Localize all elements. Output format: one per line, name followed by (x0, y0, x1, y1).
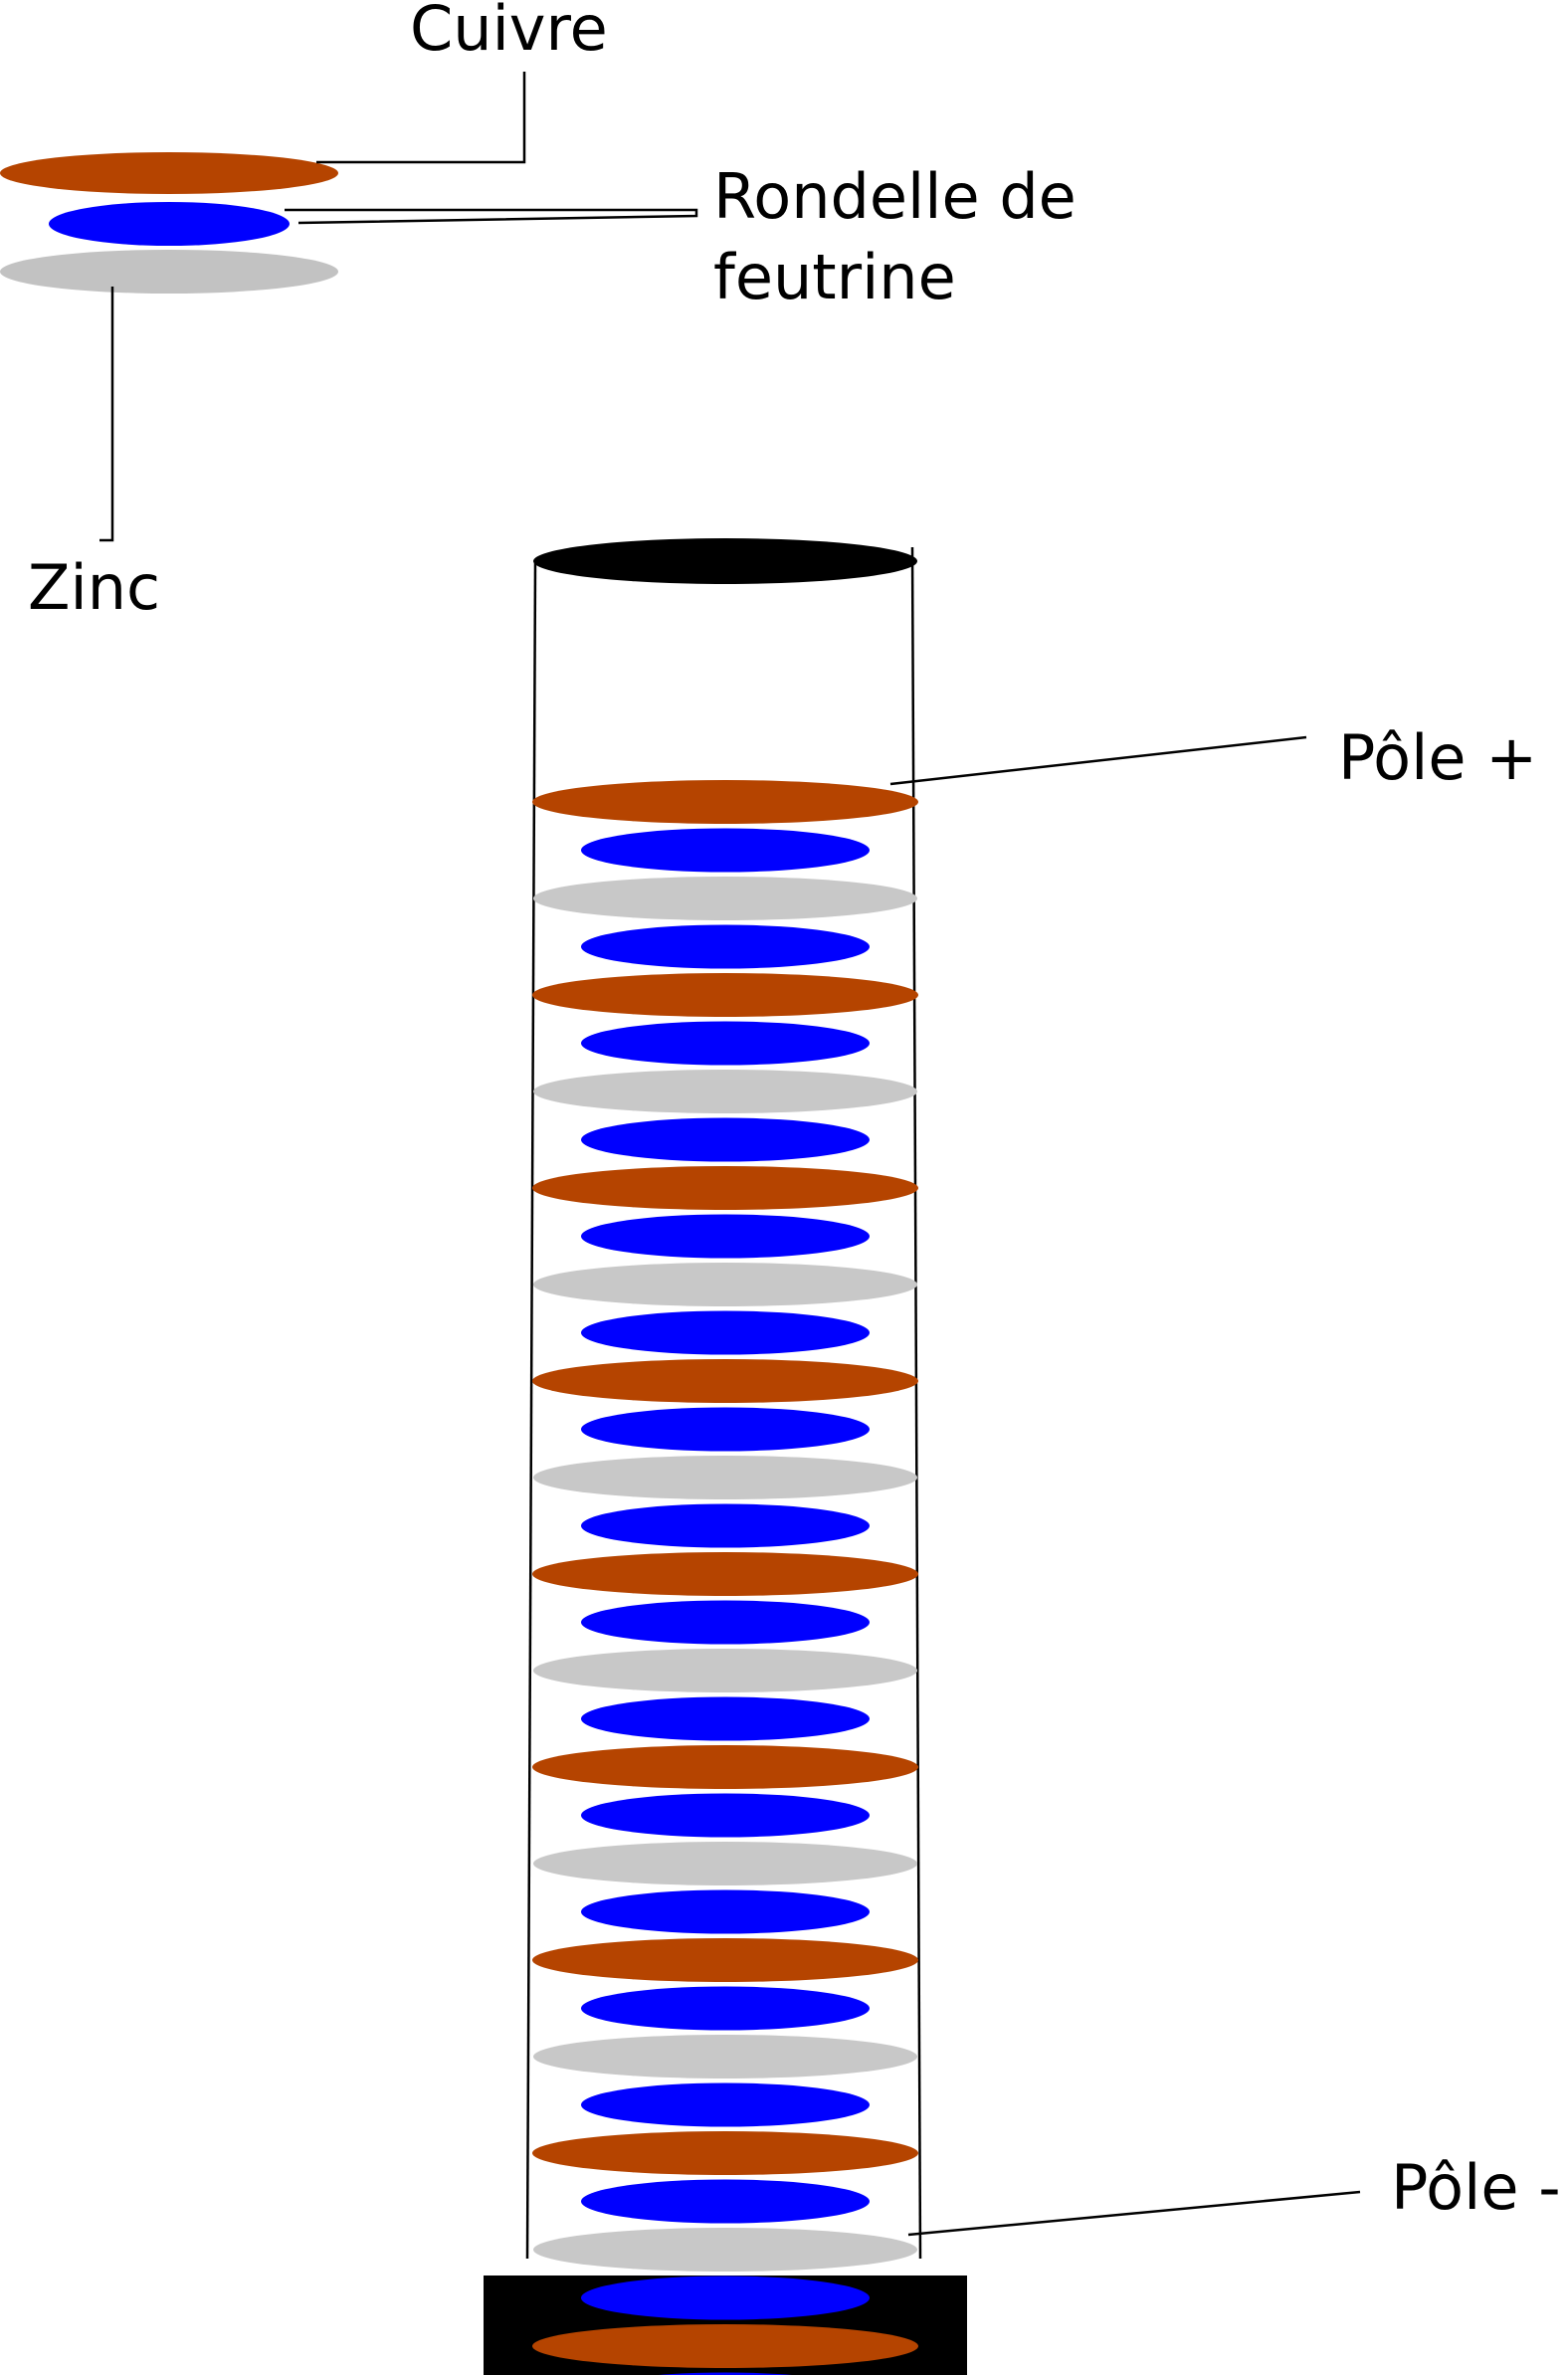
zinc-disc (533, 2035, 917, 2078)
pile-top-cap (533, 538, 917, 584)
felt-disc (581, 1600, 870, 1645)
felt-disc (581, 1889, 870, 1934)
copper-disc (532, 1745, 918, 1789)
felt-disc (581, 2082, 870, 2127)
zinc-leader-line (99, 287, 114, 542)
copper-disc (532, 1359, 918, 1403)
felt-disc (581, 1021, 870, 1066)
felt-disc (581, 1214, 870, 1259)
negative-leader-line (907, 2190, 1361, 2237)
legend: Cuivre Rondelle de feutrine Zinc (0, 0, 1077, 624)
copper-disc (532, 973, 918, 1017)
felt-leader-line (285, 208, 698, 225)
disc-stack (532, 780, 918, 2375)
zinc-disc (533, 1070, 917, 1113)
felt-disc (581, 2276, 870, 2320)
negative-pole-label: Pôle - (1391, 2151, 1561, 2224)
frame-right-rod (910, 546, 922, 2260)
felt-disc (581, 1310, 870, 1355)
legend-zinc-disc (0, 250, 338, 294)
zinc-disc (533, 877, 917, 920)
positive-leader-line (889, 735, 1307, 786)
copper-disc (532, 1166, 918, 1210)
positive-pole-label: Pôle + (1338, 721, 1537, 794)
zinc-disc (533, 2228, 917, 2272)
copper-label: Cuivre (410, 0, 608, 65)
zinc-disc (533, 1649, 917, 1692)
copper-disc (532, 2324, 918, 2368)
felt-label-line2: feutrine (713, 241, 956, 313)
felt-disc (581, 1793, 870, 1838)
felt-disc (581, 924, 870, 969)
legend-felt-disc (49, 202, 290, 246)
copper-disc (532, 780, 918, 824)
copper-disc (532, 2131, 918, 2175)
zinc-label: Zinc (28, 551, 160, 624)
copper-disc (532, 1938, 918, 1982)
felt-disc (581, 1986, 870, 2031)
copper-leader-line (316, 72, 526, 164)
felt-disc (581, 1696, 870, 1741)
felt-disc (581, 1503, 870, 1548)
felt-disc (581, 1407, 870, 1452)
copper-disc (532, 1552, 918, 1596)
zinc-disc (533, 1456, 917, 1499)
felt-label-line1: Rondelle de (713, 160, 1077, 233)
frame-left-rod (525, 561, 537, 2260)
felt-disc (581, 1117, 870, 1162)
legend-copper-disc (0, 152, 338, 194)
felt-disc (658, 2372, 793, 2375)
felt-disc (581, 2179, 870, 2224)
zinc-disc (533, 1842, 917, 1885)
felt-disc (581, 828, 870, 873)
pole-labels: Pôle + Pôle - (889, 721, 1561, 2237)
zinc-disc (533, 1263, 917, 1306)
